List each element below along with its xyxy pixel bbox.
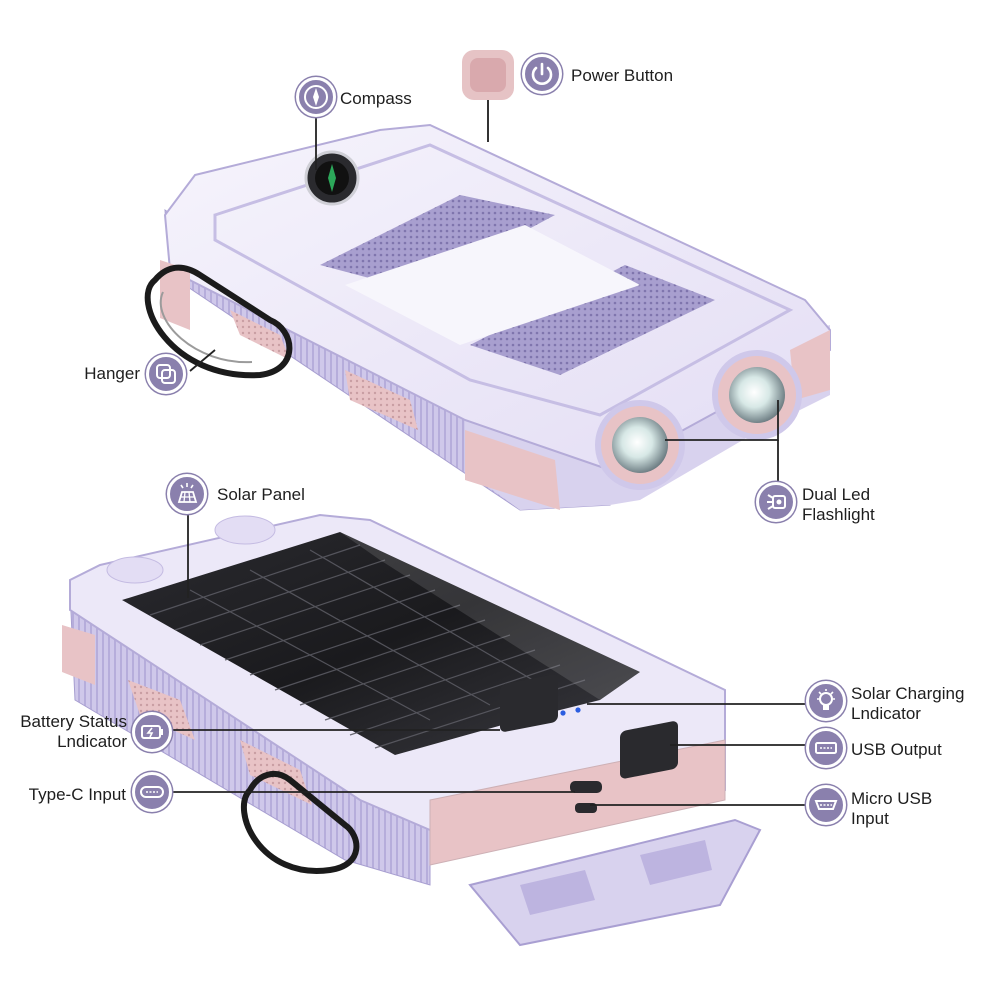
solar-panel-icon (167, 474, 207, 514)
battery-icon (132, 712, 172, 752)
leader-lines (172, 118, 805, 806)
micro-usb-label: Micro USB Input (851, 789, 932, 829)
solar-charging-label: Solar Charging Lndicator (851, 684, 964, 724)
flashlight-icon (756, 482, 796, 522)
battery-status-label-line2: Lndicator (57, 732, 127, 751)
micro-usb-label-line1: Micro USB (851, 789, 933, 808)
micro-usb-icon (806, 785, 846, 825)
hanger-label: Hanger (84, 364, 140, 383)
bottom-device (62, 513, 762, 947)
dual-led-label-line2: Flashlight (802, 505, 875, 524)
lightbulb-icon (806, 681, 846, 721)
typec-input-label: Type-C Input (28, 785, 126, 804)
power-button-label: Power Button (571, 66, 674, 85)
dual-led-label: Dual Led Flashlight (802, 485, 875, 525)
usb-port-icon (806, 728, 846, 768)
micro-usb-label-line2: Input (851, 809, 889, 828)
compass-icon (296, 77, 336, 117)
battery-status-label-line1: Battery Status (20, 712, 127, 731)
solar-charging-label-line1: Solar Charging (851, 684, 965, 703)
solar-charging-label-line2: Lndicator (851, 704, 921, 723)
typec-port-icon (132, 772, 172, 812)
hanger-icon (146, 354, 186, 394)
solar-panel-label: Solar Panel (217, 485, 305, 504)
power-icon (522, 54, 562, 94)
dual-led-label-line1: Dual Led (802, 485, 871, 504)
top-device (144, 50, 831, 511)
battery-status-label: Battery Status Lndicator (0, 712, 127, 752)
usb-output-label: USB Output (851, 740, 942, 759)
compass-label: Compass (340, 89, 412, 108)
